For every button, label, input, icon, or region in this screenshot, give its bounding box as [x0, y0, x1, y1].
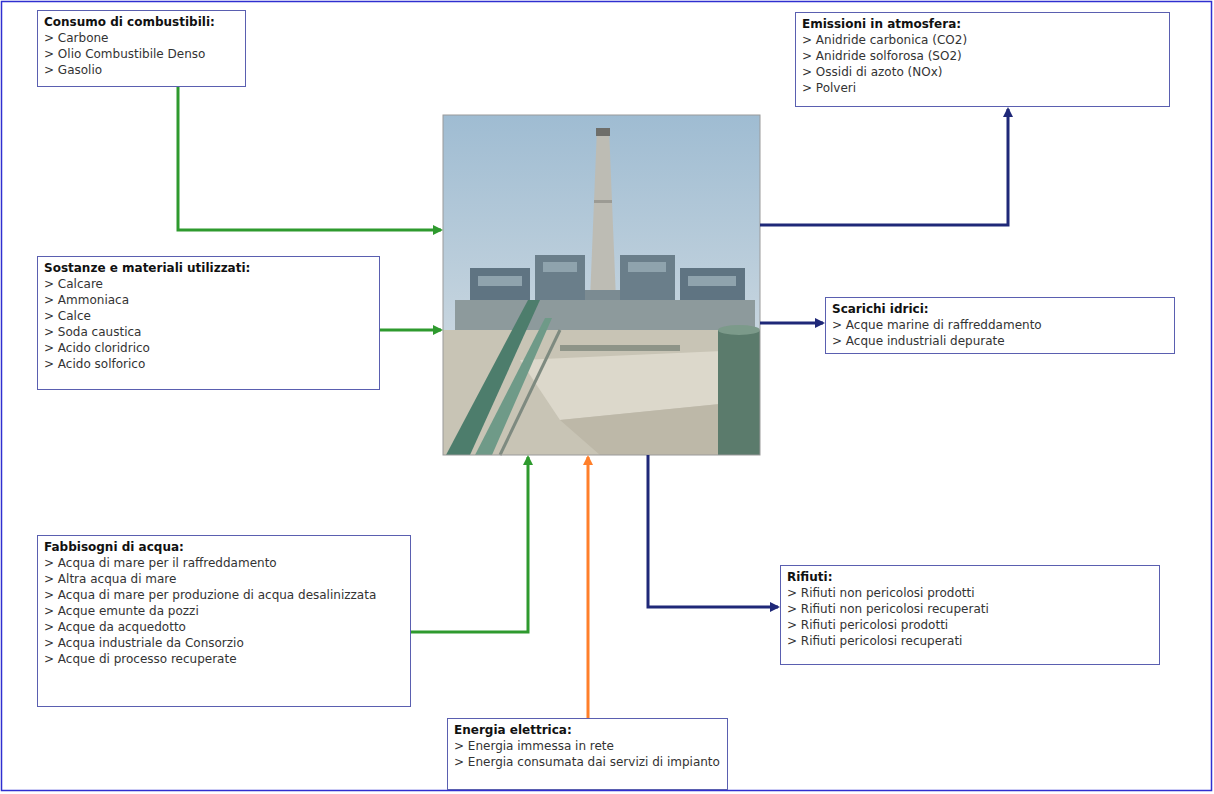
list-item: > Rifiuti pericolosi recuperati [787, 633, 1153, 649]
list-item: > Acqua di mare per il raffreddamento [44, 555, 404, 571]
info-box: Fabbisogni di acqua:> Acqua di mare per … [37, 535, 411, 707]
list-item: > Polveri [802, 80, 1163, 96]
list-item: > Energia consumata dai servizi di impia… [454, 754, 721, 770]
list-item: > Acido cloridrico [44, 340, 373, 356]
list-item: > Acqua di mare per produzione di acqua … [44, 587, 404, 603]
list-item: > Carbone [44, 30, 239, 46]
list-item: > Altra acqua di mare [44, 571, 404, 587]
input-arrow [380, 329, 441, 332]
list-item: > Calcare [44, 276, 373, 292]
output-arrow [648, 455, 778, 607]
list-item: > Gasolio [44, 62, 239, 78]
list-item: > Acque di processo recuperate [44, 651, 404, 667]
box-heading: Rifiuti: [787, 569, 1153, 585]
box-heading: Consumo di combustibili: [44, 14, 239, 30]
list-item: > Rifiuti pericolosi prodotti [787, 617, 1153, 633]
input-arrow [411, 457, 528, 632]
list-item: > Acque marine di raffreddamento [832, 317, 1168, 333]
list-item: > Acque emunte da pozzi [44, 603, 404, 619]
energy-arrow [587, 457, 590, 718]
list-item: > Ammoniaca [44, 292, 373, 308]
info-box: Energia elettrica:> Energia immessa in r… [447, 718, 728, 790]
list-item: > Rifiuti non pericolosi recuperati [787, 601, 1153, 617]
info-box: Consumo di combustibili:> Carbone> Olio … [37, 10, 246, 87]
list-item: > Calce [44, 308, 373, 324]
list-item: > Acque da acquedotto [44, 619, 404, 635]
box-heading: Sostanze e materiali utilizzati: [44, 260, 373, 276]
output-arrow [760, 322, 823, 325]
info-box: Scarichi idrici:> Acque marine di raffre… [825, 297, 1175, 354]
input-arrow [178, 87, 441, 230]
output-arrow [760, 109, 1008, 225]
box-heading: Emissioni in atmosfera: [802, 16, 1163, 32]
list-item: > Anidride carbonica (CO2) [802, 32, 1163, 48]
box-heading: Fabbisogni di acqua: [44, 539, 404, 555]
list-item: > Acque industriali depurate [832, 333, 1168, 349]
power-plant-photo [443, 115, 760, 455]
list-item: > Energia immessa in rete [454, 738, 721, 754]
info-box: Rifiuti:> Rifiuti non pericolosi prodott… [780, 565, 1160, 665]
list-item: > Anidride solforosa (SO2) [802, 48, 1163, 64]
list-item: > Acqua industriale da Consorzio [44, 635, 404, 651]
box-heading: Energia elettrica: [454, 722, 721, 738]
list-item: > Acido solforico [44, 356, 373, 372]
box-heading: Scarichi idrici: [832, 301, 1168, 317]
info-box: Sostanze e materiali utilizzati:> Calcar… [37, 256, 380, 390]
list-item: > Soda caustica [44, 324, 373, 340]
list-item: > Olio Combustibile Denso [44, 46, 239, 62]
list-item: > Rifiuti non pericolosi prodotti [787, 585, 1153, 601]
list-item: > Ossidi di azoto (NOx) [802, 64, 1163, 80]
info-box: Emissioni in atmosfera:> Anidride carbon… [795, 12, 1170, 107]
